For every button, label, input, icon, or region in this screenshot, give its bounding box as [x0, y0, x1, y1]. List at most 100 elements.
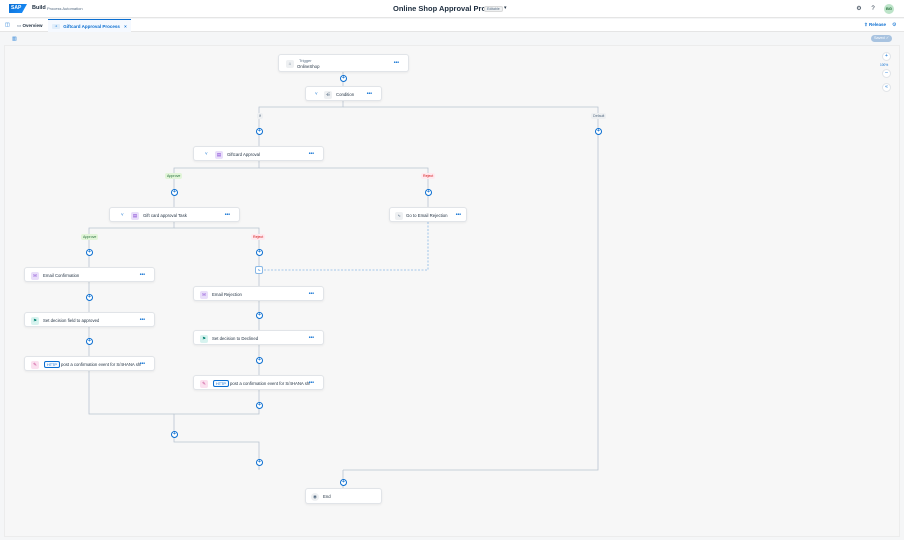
- add-step-button[interactable]: +: [256, 249, 263, 256]
- add-step-button[interactable]: +: [256, 128, 263, 135]
- gift-card-task-label: Gift card approval Task: [143, 213, 187, 218]
- settings-icon[interactable]: ⚙: [856, 6, 862, 12]
- add-step-button[interactable]: +: [340, 479, 347, 486]
- giftcard-approval-label: Giftcard Approval: [227, 152, 260, 157]
- mail-icon: ✉: [31, 271, 39, 280]
- go-to-email-rejection-node[interactable]: ⤷ Go to Email Rejection •••: [389, 207, 467, 222]
- upload-icon: ⇪: [864, 21, 868, 27]
- trigger-name: OnlineShop: [297, 63, 320, 69]
- http-badge: HTTP: [44, 361, 60, 368]
- add-step-button[interactable]: +: [425, 189, 432, 196]
- condition-label: Condition: [336, 92, 355, 97]
- branch-approve-label: Approve: [165, 173, 183, 179]
- saved-indicator: Saved ✓: [871, 35, 893, 42]
- branch-approve-label: Approve: [81, 234, 99, 240]
- tab-active-label: Giftcard Approval Process: [63, 24, 120, 29]
- condition-icon: ⋲: [324, 90, 332, 99]
- close-icon[interactable]: ×: [124, 24, 127, 29]
- tab-giftcard-approval-process[interactable]: ⇢ Giftcard Approval Process ×: [48, 19, 131, 32]
- set-decision-approved-node[interactable]: ⚑ Set decision field to approved •••: [24, 312, 155, 327]
- release-label: Release: [869, 21, 887, 27]
- sap-logo[interactable]: SAP: [9, 4, 27, 13]
- properties-panel-icon[interactable]: ▥: [12, 36, 17, 42]
- project-title[interactable]: Online Shop Approval Process: [393, 4, 503, 13]
- end-node[interactable]: ◉ End: [305, 488, 382, 504]
- process-canvas[interactable]: [4, 45, 900, 537]
- add-step-button[interactable]: +: [171, 431, 178, 438]
- collapse-icon[interactable]: «: [882, 83, 891, 92]
- more-icon[interactable]: •••: [139, 272, 145, 278]
- add-step-button[interactable]: +: [171, 189, 178, 196]
- help-icon[interactable]: ?: [871, 6, 875, 12]
- end-label: End: [323, 494, 331, 499]
- post-event-left-node[interactable]: ✎ HTTP post a confirmation event for S/4…: [24, 356, 155, 371]
- sidebar-toggle-icon[interactable]: ◫: [5, 22, 10, 28]
- saved-label: Saved: [874, 36, 885, 40]
- more-icon[interactable]: •••: [393, 60, 399, 66]
- status-badge: Editable: [484, 5, 503, 12]
- chevron-down-icon[interactable]: ▾: [504, 5, 507, 11]
- chevron-down-icon[interactable]: ˅: [315, 91, 318, 96]
- more-icon[interactable]: •••: [455, 212, 461, 218]
- email-confirmation-label: Email Confirmation: [43, 273, 80, 278]
- set-decision-declined-label: Set decision to Declined: [212, 336, 259, 341]
- go-to-email-rejection-label: Go to Email Rejection: [406, 213, 448, 218]
- zoom-out-button[interactable]: –: [882, 69, 891, 78]
- avatar[interactable]: BG: [884, 4, 894, 14]
- more-icon[interactable]: •••: [308, 335, 314, 341]
- more-icon[interactable]: •••: [308, 380, 314, 386]
- add-step-button[interactable]: +: [256, 312, 263, 319]
- email-rejection-node[interactable]: ✉ Email Rejection •••: [193, 286, 324, 301]
- gift-card-approval-task-node[interactable]: ˅ ▤ Gift card approval Task •••: [109, 207, 240, 222]
- more-icon[interactable]: •••: [366, 91, 372, 97]
- giftcard-approval-node[interactable]: ˅ ▤ Giftcard Approval •••: [193, 146, 324, 161]
- more-icon[interactable]: •••: [224, 212, 230, 218]
- add-step-button[interactable]: +: [86, 249, 93, 256]
- zoom-level: 100%: [880, 63, 889, 67]
- script-icon: ⚑: [31, 316, 39, 325]
- add-step-button[interactable]: +: [256, 459, 263, 466]
- http-action-icon: ✎: [31, 360, 39, 369]
- set-decision-approved-label: Set decision field to approved: [43, 318, 100, 323]
- email-confirmation-node[interactable]: ✉ Email Confirmation •••: [24, 267, 155, 282]
- post-event-right-node[interactable]: ✎ HTTP post a confirmation event for S/4…: [193, 375, 324, 390]
- add-step-button[interactable]: +: [86, 338, 93, 345]
- tab-overview-label: Overview: [22, 23, 43, 28]
- post-event-right-label: post a confirmation event for S/4HANA sh…: [230, 381, 310, 386]
- release-button[interactable]: ⇪ Release: [864, 22, 886, 28]
- process-icon: ⇢: [52, 24, 60, 30]
- brand-name: Build: [32, 5, 46, 11]
- branch-if-label: If: [257, 113, 263, 119]
- branch-reject-label: Reject: [421, 173, 436, 179]
- add-step-button[interactable]: +: [256, 357, 263, 364]
- end-icon: ◉: [311, 493, 319, 501]
- shell-bar: SAP Build Process Automation Online Shop…: [0, 0, 904, 18]
- http-action-icon: ✎: [200, 379, 208, 388]
- more-icon[interactable]: •••: [308, 291, 314, 297]
- post-event-left-label: post a confirmation event for S/4HANA sh…: [61, 362, 141, 367]
- tab-overview[interactable]: ▭ Overview: [17, 19, 43, 32]
- zoom-in-button[interactable]: +: [882, 52, 891, 61]
- email-rejection-label: Email Rejection: [212, 292, 242, 297]
- gear-icon[interactable]: ⚙: [892, 21, 897, 28]
- set-decision-declined-node[interactable]: ⚑ Set decision to Declined •••: [193, 330, 324, 345]
- add-step-button[interactable]: +: [86, 294, 93, 301]
- more-icon[interactable]: •••: [139, 317, 145, 323]
- add-step-button[interactable]: +: [256, 402, 263, 409]
- script-icon: ⚑: [200, 334, 208, 343]
- chevron-down-icon[interactable]: ˅: [205, 151, 208, 156]
- branch-default-label: Default: [591, 113, 607, 119]
- mail-icon: ✉: [200, 290, 208, 299]
- condition-node[interactable]: ˅ ⋲ Condition •••: [305, 86, 382, 101]
- goto-target-icon[interactable]: ⤷: [255, 266, 263, 274]
- more-icon[interactable]: •••: [308, 151, 314, 157]
- goto-icon: ⤷: [395, 211, 403, 220]
- chevron-down-icon[interactable]: ˅: [121, 212, 124, 217]
- add-step-button[interactable]: +: [595, 128, 602, 135]
- editor-toolbar: ▥ Saved ✓: [0, 33, 904, 45]
- http-badge: HTTP: [213, 380, 229, 387]
- more-icon[interactable]: •••: [139, 361, 145, 367]
- add-step-button[interactable]: +: [340, 75, 347, 82]
- trigger-node[interactable]: ⌂ Trigger OnlineShop •••: [278, 54, 409, 72]
- trigger-icon: ⌂: [286, 60, 294, 68]
